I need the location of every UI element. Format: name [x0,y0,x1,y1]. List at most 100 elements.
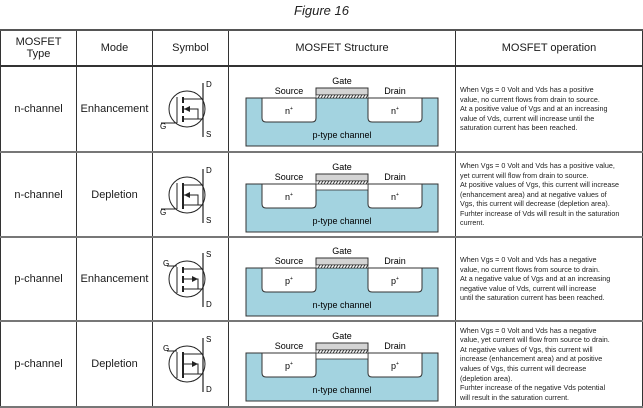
drain-well [367,267,423,293]
drain-well [367,97,423,123]
symbol-label-bottom: D [206,300,212,309]
symbol-label-top: D [206,166,212,175]
channel-label: p-type channel [312,216,371,226]
drain-well-label: p+ [391,361,399,371]
operation-line: will result in the saturation current. [460,392,570,402]
cell-operation: When Vgs = 0 Volt and Vds has a negative… [455,236,643,322]
symbol-arrow-icon [184,106,190,112]
symbol-tap-body [183,194,199,205]
channel-label: p-type channel [312,130,371,140]
cell-operation: When Vgs = 0 Volt and Vds has a negative… [455,320,643,408]
operation-line: When Vgs = 0 Volt and Vds has a negative [460,325,597,335]
operation-line: until the saturation current has been re… [460,293,605,303]
operation-line: value of Vds, current will increase unti… [460,113,595,123]
symbol-label-top: S [206,335,211,344]
header-type-line2: Type [26,48,51,60]
operation-line: value, yet current will flow from source… [460,335,610,345]
gate-label: Gate [332,331,352,341]
drain-well-label: p+ [391,276,399,286]
operation-line: When Vgs = 0 Volt and Vds has a negative [460,255,597,265]
source-well-label: n+ [285,192,293,202]
cell-mosfet-type: p-channel [0,236,77,322]
channel-label: n-type channel [312,385,371,395]
symbol-label-gate: G [160,208,166,217]
operation-line: At negative values of Vgs, this current … [460,344,593,354]
operation-line: yet current will flow from drain to sour… [460,170,589,180]
operation-line: saturation current has been reached. [460,123,578,133]
cell-mosfet-type: n-channel [0,151,77,238]
symbol-label-top: S [206,250,211,259]
symbol-label-bottom: S [206,130,211,139]
header-symbol: Symbol [152,29,229,67]
gate-label: Gate [332,246,352,256]
operation-line: When Vgs = 0 Volt and Vds has a positive… [460,160,615,170]
header-structure: MOSFET Structure [228,29,456,67]
symbol-label-gate: G [160,122,166,131]
drain-label: Drain [384,256,406,266]
symbol-circle [168,176,206,213]
operation-line: At positive values of Vgs, this current … [460,180,619,190]
cell-mosfet-type: p-channel [0,320,77,408]
cell-operation: When Vgs = 0 Volt and Vds has a positive… [455,151,643,238]
symbol-arrow-icon [184,191,190,198]
figure-title: Figure 16 [294,3,349,18]
mosfet-symbol-icon: G S D [163,250,212,309]
gate-label: Gate [332,76,352,86]
symbol-tap-body [183,363,199,374]
cell-operation: When Vgs = 0 Volt and Vds has a positive… [455,65,643,153]
operation-line: (depletion area). [460,373,513,383]
operation-line: value, no current flows from drain to so… [460,94,600,104]
channel-label: n-type channel [312,300,371,310]
cell-mode: Enhancement [76,65,153,153]
mosfet-symbol-icon: G D S [160,80,212,139]
gate-electrode [315,87,369,96]
gate-label: Gate [332,162,352,172]
operation-line: At a negative value of Vgs and at an inc… [460,274,611,284]
source-well-label: p+ [285,276,293,286]
operation-line: values of Vgs, this current will decreas… [460,364,587,373]
symbol-arrow-icon [192,361,198,367]
cell-mode: Depletion [76,320,153,408]
mosfet-symbol-icon: G S D [163,335,212,394]
header-mode: Mode [76,29,153,67]
header-type-line1: MOSFET [15,36,62,48]
symbol-label-top: D [206,80,212,89]
symbol-label-gate: G [163,344,169,353]
drain-well [367,352,423,378]
operation-line: Furhter increase of Vds will result in t… [460,208,620,218]
symbol-label-gate: G [163,259,169,268]
drain-label: Drain [384,341,406,351]
drain-well-label: n+ [391,192,399,202]
operation-line: (enhancement area) and at negative value… [460,189,607,199]
cell-symbol: G S D [152,320,229,408]
source-well-label: p+ [285,361,293,371]
operation-line: At a positive value of Vgs and at an inc… [460,104,608,114]
cell-symbol: G D S [152,65,229,153]
cell-mode: Depletion [76,151,153,238]
source-well-label: n+ [285,106,293,116]
source-label: Source [275,341,304,351]
mosfet-symbol-icon: GDS [160,166,212,225]
source-label: Source [275,172,304,182]
drain-well-label: n+ [391,106,399,116]
operation-line: increase (enhancement area) and at posit… [460,354,603,364]
cell-mode: Enhancement [76,236,153,322]
operation-line: Vgs, this current will decrease (depleti… [460,199,610,209]
source-well [261,267,317,293]
built-in-channel [315,352,369,360]
symbol-label-bottom: D [206,385,212,394]
symbol-circle [168,260,206,298]
source-label: Source [275,86,304,96]
